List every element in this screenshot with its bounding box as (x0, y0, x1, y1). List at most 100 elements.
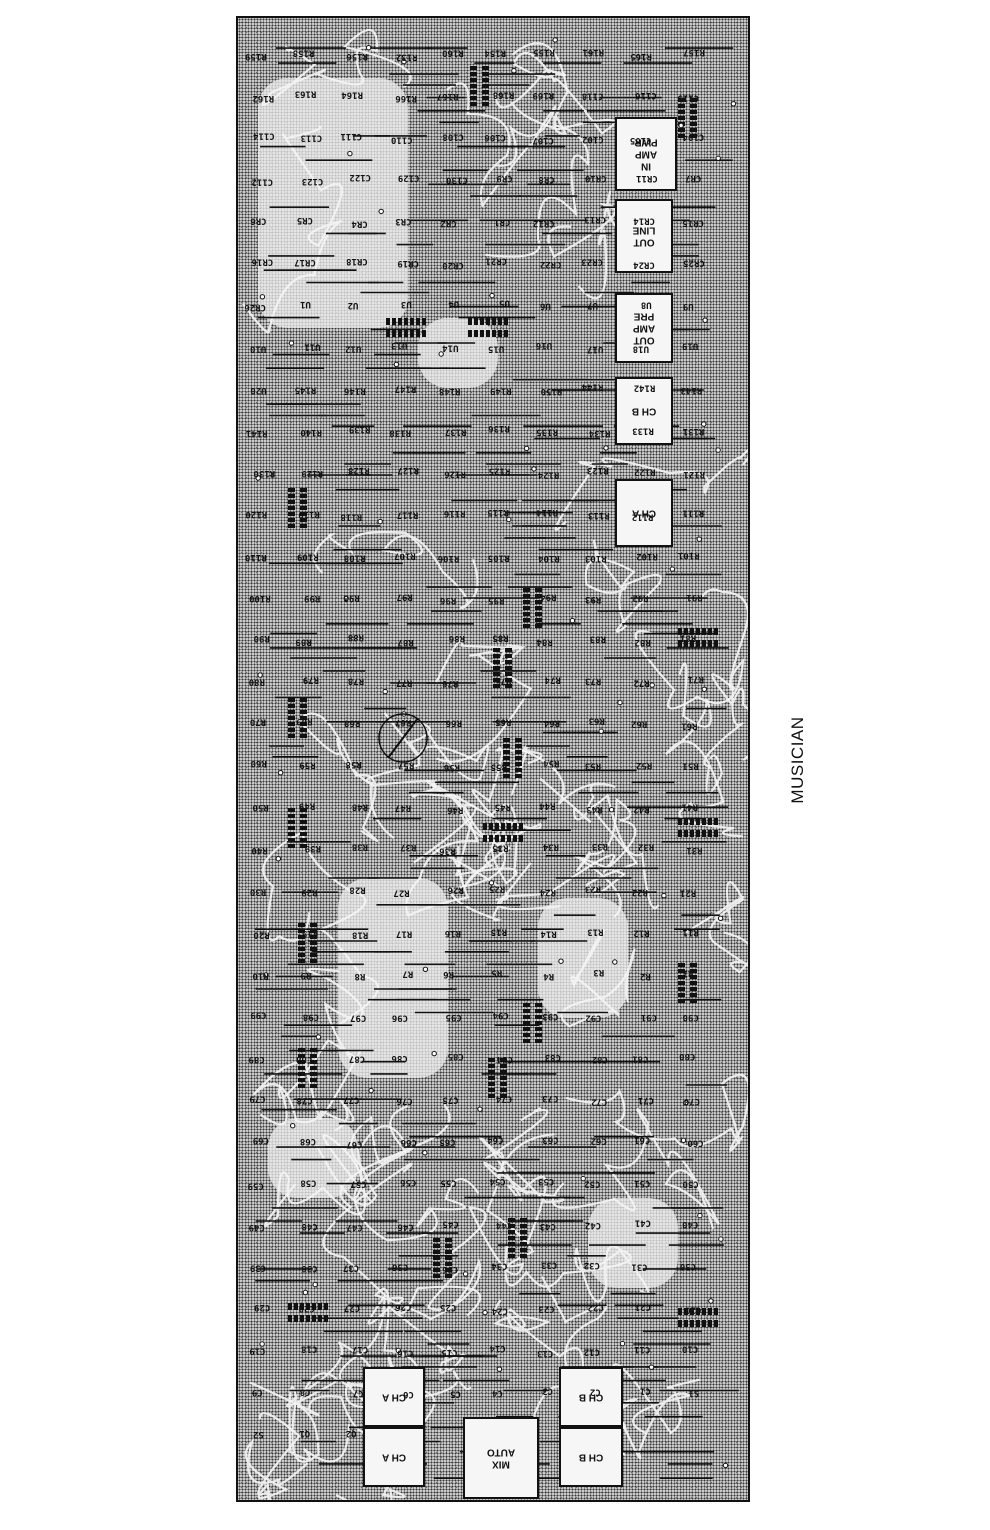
ic-pad (690, 993, 697, 997)
via (680, 1137, 687, 1144)
ic-pad (508, 1218, 515, 1222)
component-designator: R64 (543, 717, 560, 727)
component-designator: C49 (249, 1222, 265, 1232)
via (682, 1100, 689, 1106)
component-designator: R46 (447, 804, 463, 814)
ic-pad (690, 628, 694, 635)
ic-pad (684, 628, 688, 635)
component-designator: R164 (341, 89, 363, 99)
component-designator: CR9 (496, 173, 512, 183)
ic-pad (410, 330, 414, 337)
ic-package (678, 818, 718, 837)
ic-pad (288, 734, 295, 738)
component-designator: U2 (348, 300, 359, 310)
trace (322, 1105, 481, 1317)
via (608, 807, 615, 813)
component-designator: R112 (632, 512, 654, 522)
ic-pad (298, 1078, 305, 1082)
ic-pad (714, 1308, 718, 1315)
jack-box-label: PWR (634, 136, 658, 147)
component-designator: C26 (395, 1301, 411, 1311)
component-designator: C83 (545, 1052, 561, 1062)
ic-pad (482, 84, 489, 88)
component-designator: U1 (300, 299, 311, 309)
ic-packages (288, 66, 718, 1327)
component-designator: C5 (450, 1389, 461, 1399)
ic-pad (468, 330, 472, 337)
component-designator: C60 (687, 1138, 703, 1148)
trace (264, 1104, 451, 1227)
ic-pad (300, 844, 307, 848)
component-designator: R70 (250, 717, 266, 727)
component-designator: R45 (495, 802, 511, 812)
jack-box-label: CH A (632, 507, 656, 518)
component-designator: R141 (246, 428, 268, 438)
component-designator: CR18 (346, 256, 368, 266)
ic-pad (288, 808, 295, 812)
component-designator: R128 (348, 465, 370, 475)
component-designator: R50 (252, 802, 268, 812)
ic-pad (678, 104, 685, 108)
component-designator: C51 (634, 1178, 650, 1188)
component-designator: R84 (536, 637, 553, 647)
ic-package (493, 648, 512, 688)
ic-pad (535, 1033, 542, 1037)
component-designator: R59 (299, 759, 315, 769)
jack-box-label: CH B (632, 405, 656, 416)
component-designator: R63 (589, 716, 605, 726)
component-designator: U12 (345, 344, 361, 354)
ic-pad (708, 640, 712, 647)
component-designator: U11 (304, 342, 320, 352)
component-designator: R80 (249, 677, 265, 687)
component-designator: R134 (588, 428, 610, 438)
via (378, 208, 384, 215)
jack-box-ch-a-top: CH A (615, 479, 673, 547)
component-designator: R154 (484, 48, 506, 58)
component-designator: R79 (303, 675, 319, 685)
jack-box-outline (363, 1427, 425, 1487)
ic-pad (300, 814, 307, 818)
component-designator: R156 (346, 51, 368, 61)
trace (261, 28, 412, 107)
ic-pad (493, 660, 500, 664)
ic-pad (288, 826, 295, 830)
component-designator: R101 (678, 550, 700, 560)
ic-pad (300, 698, 307, 702)
component-designator: R10 (252, 971, 268, 981)
ic-pad (507, 823, 511, 830)
via (722, 1462, 729, 1469)
potentiometer-outline (378, 713, 428, 763)
ic-pad (318, 1303, 322, 1310)
ic-pad (500, 1076, 507, 1080)
component-designator: U8 (641, 299, 652, 309)
component-designator: C61 (634, 1135, 650, 1145)
ic-pad (300, 494, 307, 498)
ic-pad (492, 330, 496, 337)
ic-pad (508, 1254, 515, 1258)
ic-pad (495, 823, 499, 830)
ic-pad (404, 330, 408, 337)
ic-pad (493, 672, 500, 676)
ic-pad (298, 929, 305, 933)
ic-package (288, 1303, 328, 1322)
ic-pad (433, 1250, 440, 1254)
ic-pad (696, 830, 700, 837)
ic-package (488, 1058, 507, 1098)
ic-pad (714, 628, 718, 635)
via (277, 770, 284, 776)
ic-pad (523, 594, 530, 598)
via (422, 1150, 428, 1156)
component-designator: R139 (349, 424, 371, 434)
component-designator: R72 (633, 677, 649, 687)
ic-pad (535, 1009, 542, 1013)
ic-pad (678, 628, 682, 635)
component-designator: R136 (488, 423, 510, 433)
ic-pad (300, 518, 307, 522)
component-designator: C115 (677, 93, 699, 103)
via (315, 1034, 322, 1040)
ic-pad (470, 66, 477, 70)
ic-package (523, 1003, 542, 1043)
trace (554, 448, 748, 531)
component-designator: R28 (349, 885, 365, 895)
